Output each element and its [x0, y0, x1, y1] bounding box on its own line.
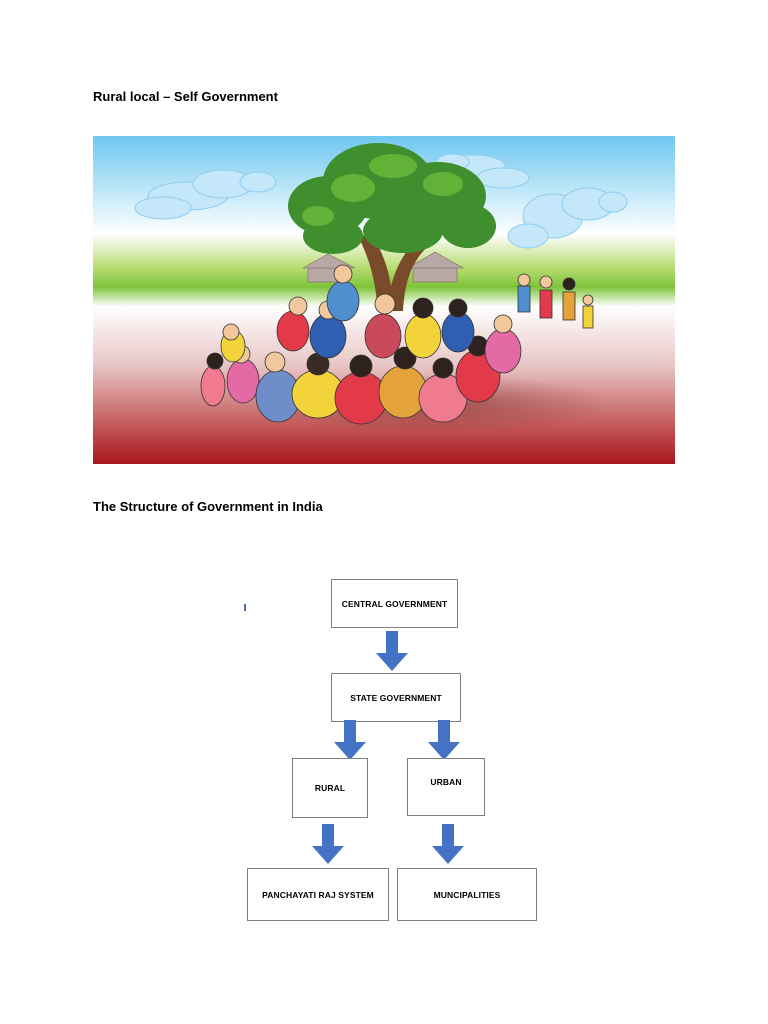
box-panchayati-raj-system: PANCHAYATI RAJ SYSTEM	[247, 868, 389, 921]
section-heading-government-structure: The Structure of Government in India	[93, 499, 323, 514]
box-urban: URBAN	[407, 758, 485, 816]
box-municipalities: MUNCIPALITIES	[397, 868, 537, 921]
section-heading-rural-self-government: Rural local – Self Government	[93, 89, 278, 104]
down-arrow-icon	[432, 824, 464, 864]
government-structure-diagram: CENTRAL GOVERNMENT STATE GOVERNMENT RURA…	[244, 576, 540, 926]
down-arrow-icon	[312, 824, 344, 864]
box-central-government: CENTRAL GOVERNMENT	[331, 579, 458, 628]
stray-mark	[244, 604, 246, 611]
down-arrow-icon	[428, 720, 460, 760]
village-meeting-illustration	[93, 136, 675, 464]
down-arrow-icon	[376, 631, 408, 671]
box-rural: RURAL	[292, 758, 368, 818]
box-state-government: STATE GOVERNMENT	[331, 673, 461, 722]
down-arrow-icon	[334, 720, 366, 760]
